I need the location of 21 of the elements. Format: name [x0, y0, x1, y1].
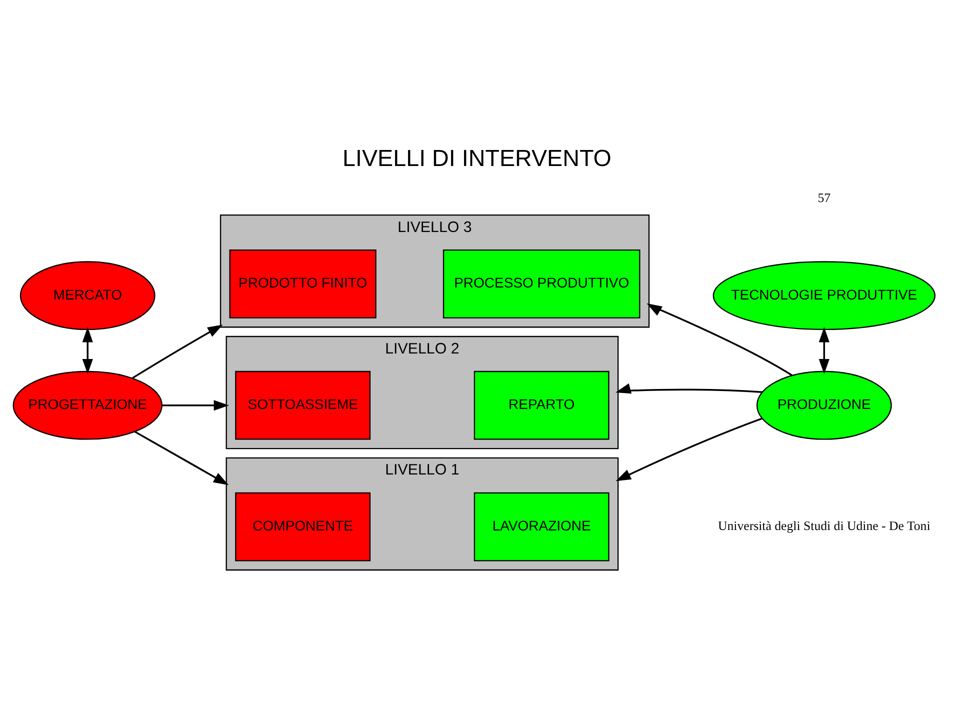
- node-ellipse: PROGETTAZIONE: [12, 370, 163, 440]
- arrow: [818, 326, 830, 374]
- arrow: [616, 382, 762, 394]
- node-box: REPARTO: [474, 370, 610, 440]
- arrow: [616, 417, 762, 481]
- node-ellipse: PRODUZIONE: [756, 370, 892, 440]
- node-box: SOTTOASSIEME: [235, 370, 371, 440]
- node-ellipse: MERCATO: [20, 260, 156, 330]
- arrow: [132, 324, 223, 378]
- node-box: PRODOTTO FINITO: [229, 249, 376, 318]
- arrow: [162, 400, 230, 410]
- arrow: [646, 302, 793, 376]
- node-ellipse: TECNOLOGIE PRODUTTIVE: [712, 260, 936, 330]
- arrow: [134, 430, 229, 485]
- label: 57: [818, 190, 831, 204]
- arrow: [82, 326, 93, 374]
- node-box: LAVORAZIONE: [474, 492, 610, 561]
- diagram-title: LIVELLI DI INTERVENTO: [342, 144, 612, 171]
- label: Università degli Studi di Udine - De Toni: [718, 518, 930, 533]
- node-box: COMPONENTE: [235, 492, 371, 561]
- node-box: PROCESSO PRODUTTIVO: [442, 249, 640, 318]
